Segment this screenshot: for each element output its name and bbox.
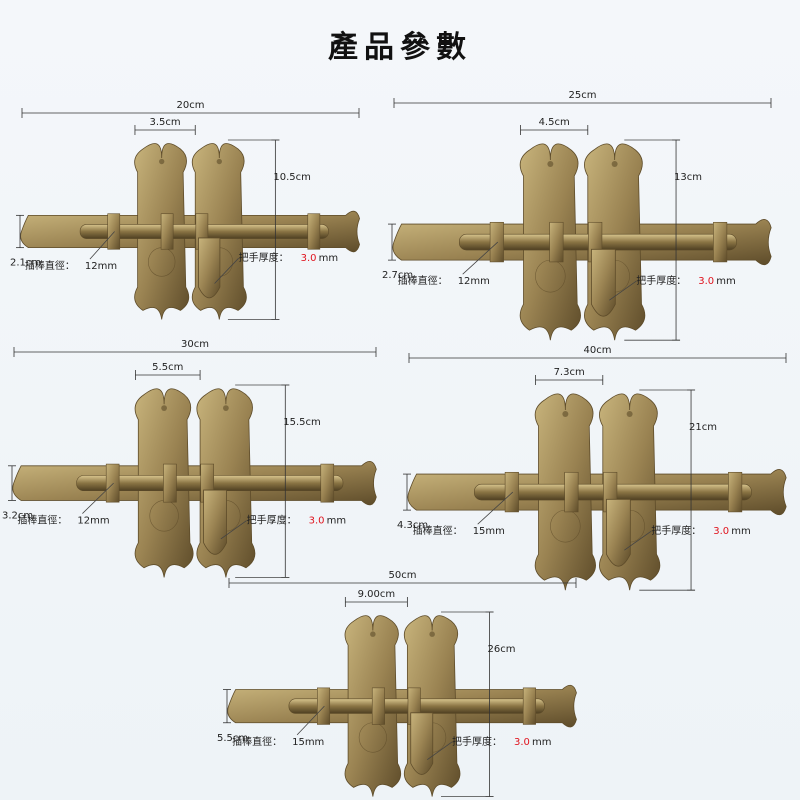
handle-thickness-label: 把手厚度：	[636, 274, 686, 287]
bolt-handle	[203, 489, 227, 555]
rod-diameter-value: 12mm	[77, 516, 109, 527]
handle-leader	[609, 280, 637, 301]
bolt-guide	[489, 221, 504, 263]
bolt-guide	[371, 687, 385, 725]
latch-illustration	[392, 143, 772, 341]
handle-thickness-label: 把手厚度：	[239, 251, 289, 264]
handle-thickness-value: 3.0	[301, 253, 317, 264]
rod-leader	[296, 705, 325, 736]
rod-leader	[89, 231, 115, 260]
bolt-guide	[105, 463, 120, 503]
dimension-label: 15.5cm	[283, 417, 321, 428]
rod-diameter-label: 插棒直徑：	[413, 524, 463, 537]
dimension-label: 3.2cm	[2, 510, 33, 521]
screw-hole	[611, 161, 618, 168]
screw-hole	[159, 158, 165, 165]
rod-leader	[82, 482, 114, 514]
latch-illustration	[407, 393, 787, 591]
bolt-handle	[198, 237, 221, 299]
handle-thickness-value: 3.0	[309, 516, 325, 527]
dimension-label: 2.1cm	[10, 258, 41, 269]
rod-diameter-label: 插棒直徑：	[398, 274, 448, 287]
screw-hole	[216, 158, 222, 165]
screw-hole	[562, 411, 569, 418]
handle-leader	[214, 257, 239, 284]
dimension-label: 5.5cm	[152, 362, 183, 373]
screw-hole	[626, 411, 633, 418]
dimension-label: 30cm	[181, 339, 209, 350]
dimension-label: 2.7cm	[382, 270, 413, 281]
screw-hole	[429, 631, 435, 637]
rod-diameter-label: 插棒直徑：	[17, 514, 67, 527]
latch-illustration	[20, 143, 360, 320]
dimension-label: 40cm	[584, 345, 612, 356]
latch-illustration	[227, 615, 577, 797]
screw-hole	[161, 405, 167, 411]
handle-thickness-unit: mm	[532, 737, 551, 748]
bolt-guide	[504, 471, 519, 513]
screw-hole	[547, 161, 554, 168]
rod-diameter-value: 15mm	[292, 737, 324, 748]
dimension-label: 3.5cm	[150, 117, 181, 128]
dimension-label: 50cm	[389, 570, 417, 581]
bolt-guide	[728, 471, 743, 513]
bolt-guide	[163, 463, 177, 503]
rod-leader	[462, 241, 499, 275]
bolt-guide	[307, 213, 321, 250]
bolt-handle	[410, 712, 434, 775]
bolt-guide	[317, 687, 331, 725]
handle-thickness-unit: mm	[319, 253, 338, 264]
screw-hole	[223, 405, 229, 411]
dimension-label: 21cm	[689, 422, 717, 433]
bolt-guide	[107, 213, 121, 250]
handle-thickness-label: 把手厚度：	[452, 735, 502, 748]
latch-illustration	[12, 388, 377, 578]
dimension-label: 10.5cm	[273, 172, 311, 183]
rod-leader	[477, 491, 514, 525]
dimension-label: 7.3cm	[554, 367, 585, 378]
handle-thickness-label: 把手厚度：	[651, 524, 701, 537]
bolt-guide	[160, 213, 174, 250]
page-title: 產品參數	[328, 30, 472, 65]
bolt-handle	[606, 498, 631, 567]
dimension-label: 13cm	[674, 172, 702, 183]
dimension-label: 5.5cm	[217, 733, 248, 744]
handle-leader	[624, 530, 652, 551]
rod-diameter-value: 15mm	[473, 526, 505, 537]
bolt-handle	[591, 248, 616, 317]
handle-leader	[427, 741, 453, 761]
screw-hole	[370, 631, 376, 637]
dimension-label: 26cm	[488, 644, 516, 655]
rod-diameter-label: 插棒直徑：	[25, 259, 75, 272]
handle-thickness-unit: mm	[716, 276, 735, 287]
bolt-guide	[564, 471, 579, 513]
handle-thickness-value: 3.0	[713, 526, 729, 537]
dimension-label: 20cm	[177, 100, 205, 111]
rod-diameter-value: 12mm	[458, 276, 490, 287]
handle-leader	[220, 520, 247, 540]
handle-thickness-value: 3.0	[698, 276, 714, 287]
handle-thickness-unit: mm	[327, 516, 346, 527]
bolt-guide	[713, 221, 728, 263]
handle-thickness-value: 3.0	[514, 737, 530, 748]
dimension-label: 25cm	[569, 90, 597, 101]
dimension-label: 9.00cm	[358, 589, 396, 600]
rod-diameter-label: 插棒直徑：	[232, 735, 282, 748]
bolt-guide	[522, 687, 536, 725]
handle-thickness-unit: mm	[731, 526, 750, 537]
dimension-label: 4.3cm	[397, 520, 428, 531]
bolt-guide	[549, 221, 564, 263]
dimension-label: 4.5cm	[539, 117, 570, 128]
bolt-guide	[320, 463, 335, 503]
rod-diameter-value: 12mm	[85, 261, 117, 272]
handle-thickness-label: 把手厚度：	[247, 514, 297, 527]
